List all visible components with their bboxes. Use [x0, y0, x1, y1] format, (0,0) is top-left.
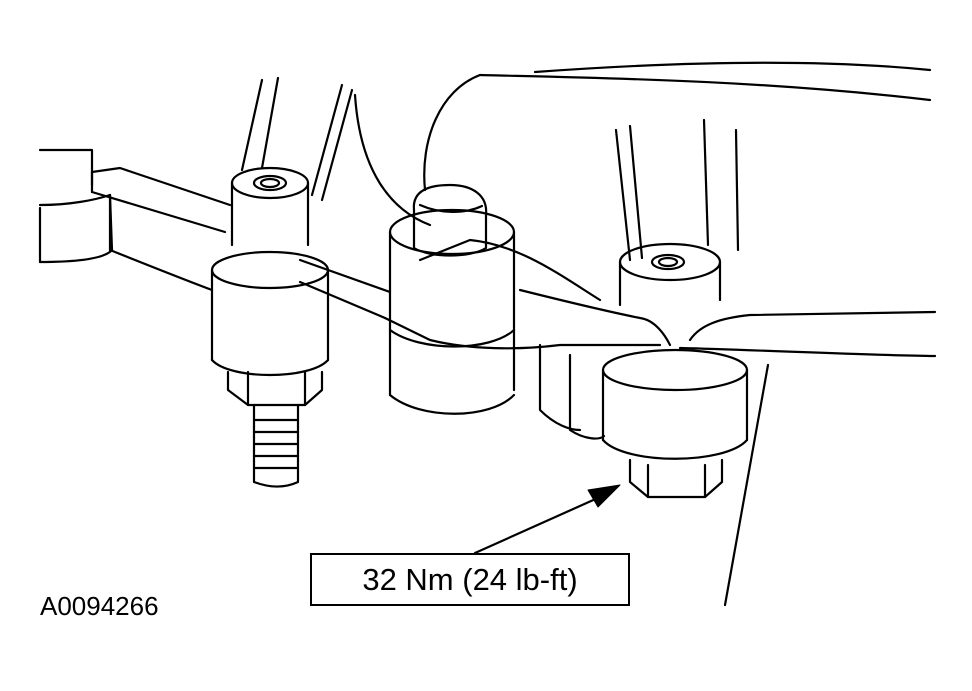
figure-id: A0094266: [40, 591, 159, 621]
torque-callout-label: 32 Nm (24 lb-ft): [310, 553, 630, 606]
dowel-boss-center: [388, 183, 516, 415]
mounting-flange: [90, 166, 937, 358]
callout-arrow: [473, 484, 621, 555]
housing-outline: [353, 61, 932, 227]
left-plate: [38, 148, 114, 264]
support-ribs: [240, 76, 740, 262]
nut-boss-right: [538, 242, 770, 607]
stud-boss-left: [210, 166, 330, 488]
